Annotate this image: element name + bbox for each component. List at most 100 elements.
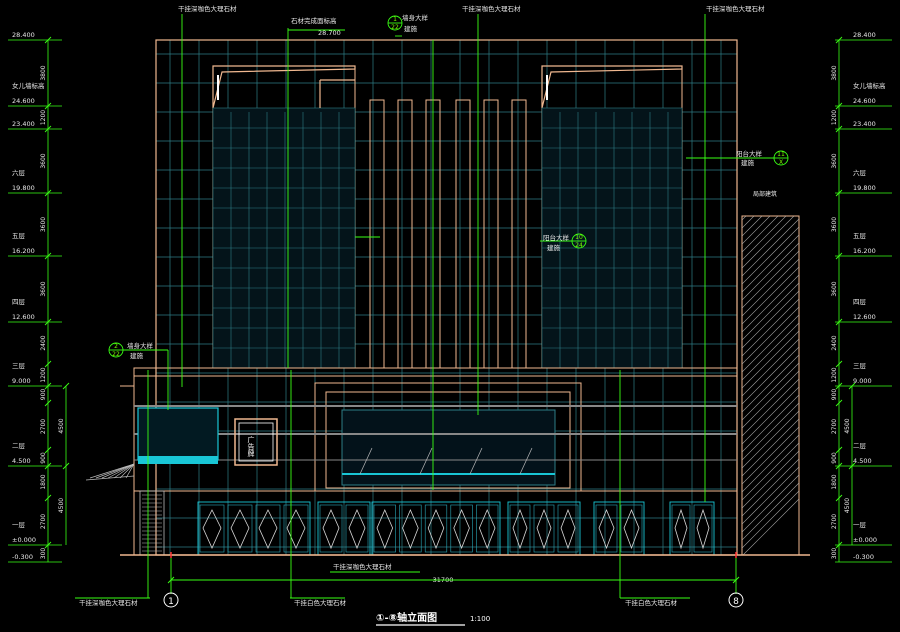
canopy-strut <box>107 463 135 479</box>
level-name: 三层 <box>12 362 26 370</box>
axis-markers: 1 8 <box>163 552 744 608</box>
level-name: 女儿墙标高 <box>853 81 886 90</box>
canopy-strut <box>469 447 483 475</box>
glass-mullions <box>213 112 682 368</box>
level-elev: 12.600 <box>12 313 35 321</box>
podium <box>120 367 738 556</box>
hatch-line <box>742 242 799 301</box>
dim-value: 1200 <box>831 110 838 125</box>
hatch-line <box>742 498 799 555</box>
hatch-line <box>742 426 799 485</box>
level-name: 四层 <box>12 298 26 306</box>
diamond-ornament <box>322 509 340 550</box>
storefront-panel <box>693 504 713 553</box>
hatch-line <box>742 216 779 253</box>
hatch-line <box>742 216 763 237</box>
storefront-panel <box>424 504 448 553</box>
dim-value: 3600 <box>831 217 838 232</box>
dim-value: 4500 <box>844 418 851 433</box>
dim-tick <box>44 36 52 44</box>
hatch-line <box>742 266 799 325</box>
annotation-leaders <box>75 14 774 599</box>
hatch-line <box>742 282 799 341</box>
dim-tick <box>44 125 52 133</box>
diamond-ornament <box>512 508 528 550</box>
hatch-line <box>742 298 799 357</box>
level-elev: 24.600 <box>853 97 876 105</box>
dim-tick <box>835 360 843 368</box>
svg-text:22: 22 <box>391 24 399 31</box>
diamond-ornament <box>674 508 688 550</box>
level-elev: ±0.000 <box>12 536 36 544</box>
drawing-scale: 1:100 <box>470 615 490 623</box>
dim-value: 900 <box>831 389 838 401</box>
diamond-ornament <box>453 508 470 550</box>
dim-value: 3800 <box>40 65 47 80</box>
svg-text:X: X <box>779 159 783 166</box>
level-name: 一层 <box>853 521 867 529</box>
level-elev: ±0.000 <box>853 536 877 544</box>
left-level-scale: 28.400女儿墙标高24.60023.400六层19.800五层16.200四… <box>8 31 70 563</box>
diamond-ornament <box>623 508 640 550</box>
dim-tick <box>44 446 52 454</box>
dim-value: 3600 <box>831 281 838 296</box>
axis-label-right: 8 <box>733 597 739 607</box>
canopy-strut <box>519 447 533 475</box>
dim-tick <box>835 36 843 44</box>
dim-tick <box>62 462 70 470</box>
detail-2-sub: 建施 <box>130 351 144 360</box>
dim-value: 900 <box>831 452 838 464</box>
note-stone-top-elev: 28.700 <box>318 29 341 37</box>
storefront-panel <box>620 504 643 553</box>
svg-text:24: 24 <box>575 242 583 249</box>
storefront-panel <box>533 504 555 553</box>
dim-value: 1800 <box>831 474 838 489</box>
dim-value: 3800 <box>831 65 838 80</box>
dim-value: 3600 <box>40 281 47 296</box>
diamond-ornament <box>202 509 222 549</box>
hatch-line <box>742 226 799 285</box>
note-top-c: 干挂深咖色大理石材 <box>706 4 765 13</box>
dim-tick <box>835 446 843 454</box>
diamond-ornament <box>258 509 278 549</box>
dim-value: 3600 <box>831 153 838 168</box>
diamond-ornament <box>478 508 496 550</box>
axis-label-left: 1 <box>168 597 174 607</box>
dim-value: 3600 <box>40 217 47 232</box>
dim-value: 1200 <box>40 367 47 382</box>
hatch-line <box>742 418 799 477</box>
hatch-line <box>742 402 799 461</box>
dim-tick <box>848 382 856 390</box>
detail-11-sub: 建施 <box>741 158 755 167</box>
hatch-line <box>742 410 799 469</box>
hatch-line <box>742 434 799 493</box>
level-elev: 19.800 <box>12 184 35 192</box>
dim-value: 2700 <box>40 419 47 434</box>
svg-text:22: 22 <box>112 351 120 358</box>
diamond-ornament <box>696 508 710 550</box>
hatch-line <box>742 362 799 421</box>
dim-tick <box>44 102 52 110</box>
hatch-line <box>742 482 799 541</box>
level-name: 四层 <box>853 298 867 306</box>
storefront-panel <box>509 504 531 553</box>
hatch-line <box>742 490 799 549</box>
storefront-panel <box>450 504 473 553</box>
dim-tick <box>44 462 52 470</box>
hatch-line <box>742 290 799 349</box>
hatch-line <box>742 258 799 317</box>
level-elev: -0.300 <box>12 553 33 561</box>
note-top-b: 干挂深咖色大理石材 <box>462 4 521 13</box>
level-elev: 9.000 <box>853 377 872 385</box>
hatch-line <box>742 322 799 381</box>
right-glass-block <box>541 65 683 369</box>
diamond-ornament <box>376 508 394 550</box>
svg-text:10: 10 <box>575 234 583 241</box>
dim-tick <box>44 382 52 390</box>
storefront-panel <box>476 504 499 553</box>
dim-tick <box>835 399 843 407</box>
dim-tick <box>835 382 843 390</box>
level-name: 五层 <box>853 232 867 240</box>
storefront-panel <box>373 504 396 553</box>
hatch-line <box>742 442 799 501</box>
